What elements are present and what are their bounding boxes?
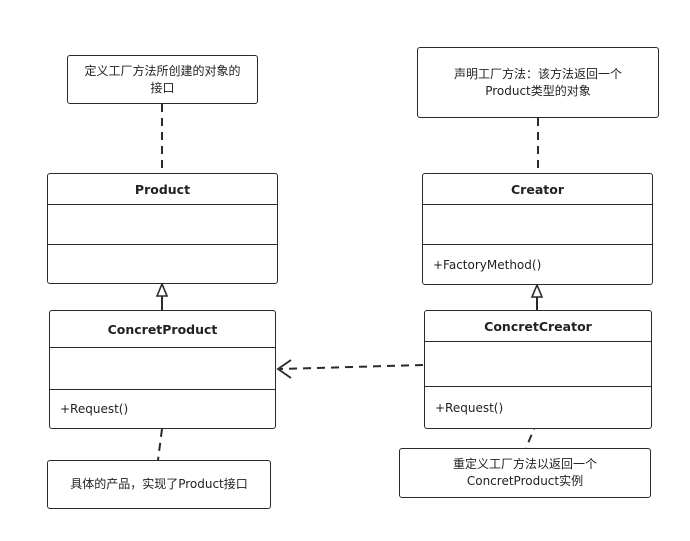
product-generalization-arrowhead <box>155 281 169 297</box>
concret-creator-class: ConcretCreator +Request() <box>424 310 652 429</box>
product-note: 定义工厂方法所创建的对象的 接口 <box>67 55 258 104</box>
product-class-operations <box>48 244 277 283</box>
product-note-line-2: 接口 <box>150 80 175 95</box>
creator-class: Creator +FactoryMethod() <box>422 173 653 285</box>
concret-product-class-attributes <box>50 347 275 389</box>
product-class-attributes <box>48 204 277 244</box>
creator-note-line-1: 声明工厂方法：该方法返回一个 <box>453 66 622 81</box>
dependency-arrowhead <box>276 359 292 379</box>
dependency-line <box>279 364 424 370</box>
creator-note: 声明工厂方法：该方法返回一个 Product类型的对象 <box>417 47 659 118</box>
concret-creator-class-attributes <box>425 341 651 386</box>
product-class-name: Product <box>134 181 191 197</box>
concrete-product-note-anchor <box>157 428 163 461</box>
creator-class-name: Creator <box>511 181 564 197</box>
concret-creator-class-operations: +Request() <box>425 386 651 428</box>
concret-product-class-name: ConcretProduct <box>107 321 218 337</box>
concrete-creator-note-line-1: 重定义工厂方法以返回一个 <box>452 457 597 471</box>
product-note-line-1: 定义工厂方法所创建的对象的 <box>84 63 241 78</box>
concret-product-class: ConcretProduct +Request() <box>49 310 276 429</box>
concret-creator-class-name: ConcretCreator <box>484 318 592 334</box>
concrete-creator-note: 重定义工厂方法以返回一个 ConcretProduct实例 <box>399 448 651 498</box>
creator-generalization-arrowhead <box>530 282 544 298</box>
concrete-creator-note-line-2: ConcretProduct实例 <box>466 474 584 488</box>
concrete-product-note: 具体的产品，实现了Product接口 <box>47 460 271 509</box>
creator-class-operations: +FactoryMethod() <box>423 244 652 284</box>
product-class: Product <box>47 173 278 284</box>
concrete-product-note-line-1: 具体的产品，实现了Product接口 <box>70 477 248 491</box>
creator-note-line-2: Product类型的对象 <box>485 83 591 98</box>
creator-class-attributes <box>423 204 652 244</box>
concret-product-class-operations: +Request() <box>50 389 275 428</box>
